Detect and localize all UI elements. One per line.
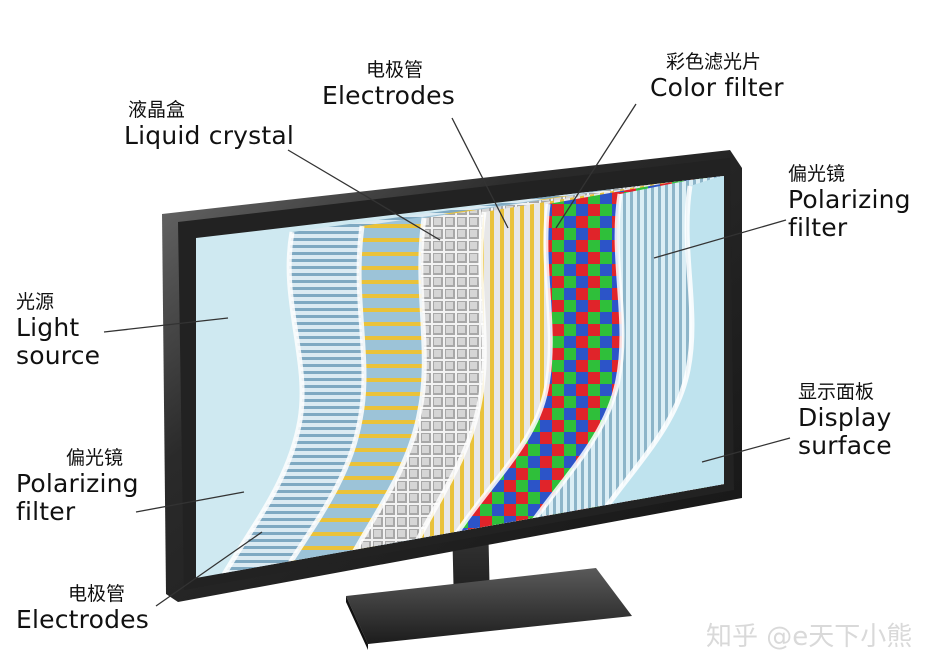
label-polarizing-left-en2: filter	[16, 497, 76, 526]
label-electrodes-top-cn: 电极管	[366, 59, 424, 81]
label-electrodes-bottom-en: Electrodes	[16, 605, 149, 634]
label-color-filter-cn: 彩色滤光片	[666, 51, 762, 73]
leader-polarizing-right	[653, 219, 787, 259]
label-polarizing-left-en1: Polarizing	[16, 469, 139, 498]
leader-polarizing-left	[135, 491, 245, 513]
leader-color-filter	[555, 103, 637, 229]
watermark: 知乎 @e天下小熊	[706, 622, 913, 652]
label-polarizing-left: 偏光镜 Polarizing filter	[16, 446, 139, 526]
display-layers	[196, 176, 724, 578]
label-liquid-crystal-cn: 液晶盒	[128, 99, 186, 121]
label-polarizing-right: 偏光镜 Polarizing filter	[788, 162, 911, 242]
label-display-surface-en2: surface	[798, 431, 892, 460]
leader-liquid-crystal	[287, 149, 441, 241]
label-electrodes-top: 电极管 Electrodes	[322, 58, 455, 110]
label-polarizing-right-cn: 偏光镜	[788, 163, 846, 185]
label-light-source-en1: Light	[16, 313, 80, 342]
leader-display-surface	[701, 437, 791, 463]
label-display-surface-cn: 显示面板	[798, 381, 875, 403]
label-polarizing-right-en2: filter	[788, 213, 848, 242]
label-color-filter: 彩色滤光片 Color filter	[650, 50, 784, 102]
label-display-surface-en1: Display	[798, 403, 892, 432]
label-light-source: 光源 Light source	[16, 290, 100, 370]
label-color-filter-en: Color filter	[650, 73, 784, 102]
leader-electrodes-bottom	[155, 531, 263, 607]
label-polarizing-left-cn: 偏光镜	[66, 447, 124, 469]
leader-light-source	[103, 317, 229, 333]
label-light-source-en2: source	[16, 341, 101, 370]
leader-lines	[103, 103, 791, 607]
layer-edges	[207, 185, 695, 578]
label-polarizing-right-en1: Polarizing	[788, 185, 911, 214]
label-electrodes-top-en: Electrodes	[322, 81, 455, 110]
label-liquid-crystal: 液晶盒 Liquid crystal	[124, 98, 294, 150]
label-electrodes-bottom-cn: 电极管	[68, 583, 126, 605]
label-electrodes-bottom: 电极管 Electrodes	[16, 582, 149, 634]
label-liquid-crystal-en: Liquid crystal	[124, 121, 295, 150]
label-light-source-cn: 光源	[16, 291, 55, 313]
label-display-surface: 显示面板 Display surface	[798, 380, 892, 460]
leader-electrodes-top	[451, 117, 509, 229]
